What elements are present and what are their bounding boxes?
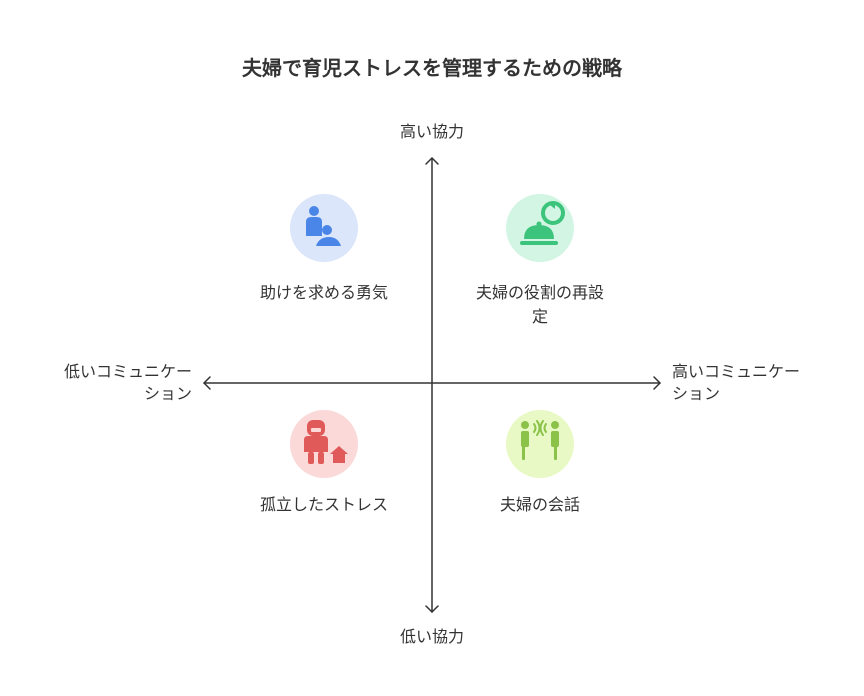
axis-right-text: 高いコミュニケー ション bbox=[672, 362, 801, 403]
axis-label-low-cooperation: 低い協力 bbox=[399, 627, 464, 646]
quadrant-label-isolated-stress: 孤立したストレス bbox=[259, 495, 388, 514]
axis-label-high-cooperation: 高い協力 bbox=[399, 122, 464, 141]
cloche-reset-icon bbox=[506, 194, 574, 262]
isolated-person-home-icon bbox=[290, 410, 358, 478]
left-arrowhead bbox=[203, 376, 211, 390]
quadrant-label-role-reset: 夫婦の役割の再設 定 bbox=[454, 281, 626, 329]
axis-label-high-communication: 高いコミュニケー ション bbox=[672, 361, 842, 405]
person-with-baby-icon bbox=[290, 194, 358, 262]
axis-label-low-communication: 低いコミュニケー ション bbox=[22, 361, 192, 405]
down-arrowhead bbox=[425, 605, 439, 613]
up-arrowhead bbox=[425, 157, 439, 165]
axis-left-text: 低いコミュニケー ション bbox=[63, 362, 192, 403]
quadrant-label-help-seeking: 助けを求める勇気 bbox=[259, 283, 388, 302]
right-arrowhead bbox=[653, 376, 661, 390]
quadrant-label-couple-talk: 夫婦の会話 bbox=[499, 495, 580, 514]
role-reset-text: 夫婦の役割の再設 定 bbox=[475, 283, 604, 326]
two-people-talking-icon bbox=[506, 410, 574, 478]
diagram-title: 夫婦で育児ストレスを管理するための戦略 bbox=[242, 56, 622, 80]
